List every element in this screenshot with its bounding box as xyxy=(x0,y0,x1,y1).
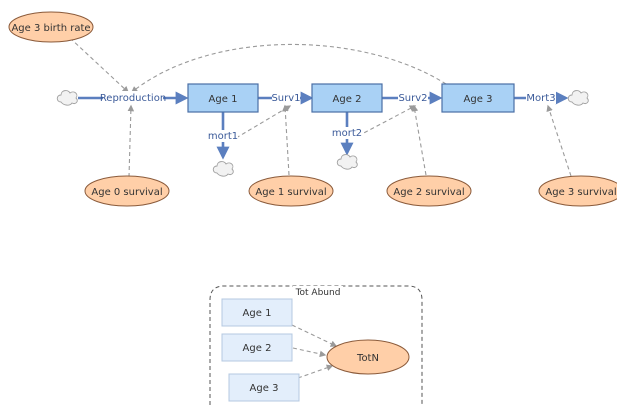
link-age0survival-to-reproduction[interactable] xyxy=(127,104,135,178)
flow-label-mort2[interactable]: mort2 xyxy=(332,128,362,139)
ghost-age3-label: Age 3 xyxy=(250,383,279,394)
link-age1-to-surv1[interactable] xyxy=(235,105,292,139)
stock-age2[interactable]: Age 2 xyxy=(311,83,383,113)
link-age3survival-to-mort3[interactable] xyxy=(546,104,572,177)
ghost-age2[interactable]: Age 2 xyxy=(221,333,293,362)
flow-labels: Reproduction Surv1 Surv2 Mort3 mort1 mor… xyxy=(100,91,556,142)
flow-label-surv2[interactable]: Surv2 xyxy=(398,93,427,104)
variable-age1-survival-label: Age 1 survival xyxy=(255,187,326,198)
variable-age3-birth-rate[interactable]: Age 3 birth rate xyxy=(8,11,94,43)
variable-totn-label: TotN xyxy=(356,353,379,364)
flow-label-mort3[interactable]: Mort3 xyxy=(526,93,555,104)
cloud-sink-mort3-icon xyxy=(567,90,589,106)
link-age1survival-to-surv1[interactable] xyxy=(282,104,290,176)
stock-age1[interactable]: Age 1 xyxy=(187,83,259,113)
link-age3-to-reproduction[interactable] xyxy=(130,43,447,93)
ghost-age3[interactable]: Age 3 xyxy=(228,373,300,402)
cloud-sink-mort1-icon xyxy=(212,161,234,177)
variable-age0-survival-label: Age 0 survival xyxy=(91,187,162,198)
variable-age2-survival[interactable]: Age 2 survival xyxy=(386,175,472,207)
ghost-age2-label: Age 2 xyxy=(243,343,272,354)
stock-age3-label: Age 3 xyxy=(464,94,493,105)
flow-label-reproduction[interactable]: Reproduction xyxy=(100,93,166,104)
flow-label-surv1[interactable]: Surv1 xyxy=(271,93,300,104)
dependency-links xyxy=(69,37,572,379)
variable-totn[interactable]: TotN xyxy=(326,339,410,375)
link-ghost-age1-to-totn[interactable] xyxy=(291,324,338,347)
variable-age3-survival[interactable]: Age 3 survival xyxy=(538,175,617,207)
stock-age1-label: Age 1 xyxy=(209,94,238,105)
cloud-source-icon xyxy=(56,90,78,106)
flow-label-mort1[interactable]: mort1 xyxy=(208,131,238,142)
ghost-age1[interactable]: Age 1 xyxy=(221,298,293,327)
variable-age3-birth-rate-label: Age 3 birth rate xyxy=(11,23,90,34)
variable-age3-survival-label: Age 3 survival xyxy=(545,187,616,198)
link-ghost-age3-to-totn[interactable] xyxy=(297,364,334,379)
ghost-age1-label: Age 1 xyxy=(243,308,272,319)
variable-age1-survival[interactable]: Age 1 survival xyxy=(248,175,334,207)
group-tot-abund-title: Tot Abund xyxy=(295,288,341,298)
link-age2survival-to-surv2[interactable] xyxy=(411,104,427,176)
stock-age3[interactable]: Age 3 xyxy=(441,83,515,113)
group-tot-abund[interactable]: Tot Abund xyxy=(209,285,423,405)
variable-age2-survival-label: Age 2 survival xyxy=(393,187,464,198)
link-birthrate-to-reproduction[interactable] xyxy=(69,37,129,93)
link-age2-to-surv2[interactable] xyxy=(357,105,417,137)
link-ghost-age2-to-totn[interactable] xyxy=(292,347,327,358)
stock-age2-label: Age 2 xyxy=(333,94,362,105)
variable-age0-survival[interactable]: Age 0 survival xyxy=(84,175,170,207)
cloud-sink-mort2-icon xyxy=(336,154,358,170)
